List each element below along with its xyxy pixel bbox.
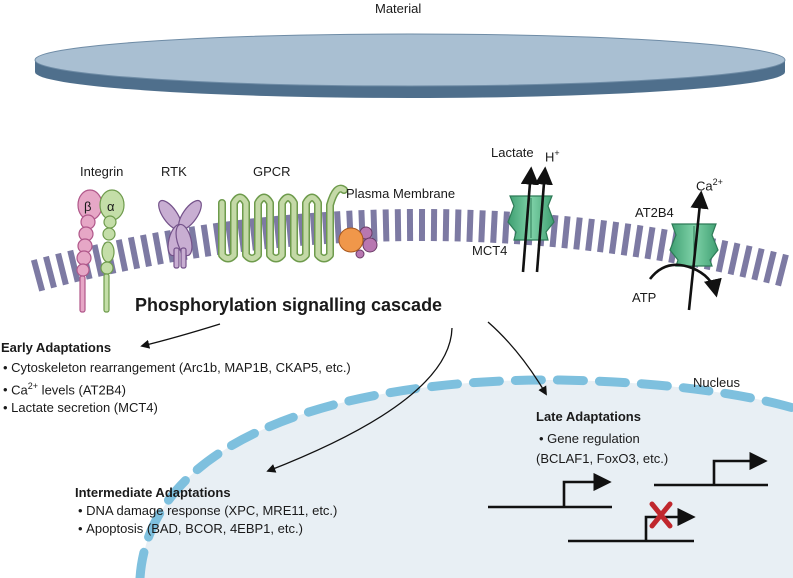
- late-item-gene-regulation: Gene regulation: [539, 430, 640, 448]
- membrane-lipid: [140, 234, 152, 267]
- membrane-lipid: [573, 217, 583, 250]
- membrane-lipid: [490, 210, 498, 243]
- mct4-transporter: [507, 166, 555, 273]
- proton-label: H+: [545, 145, 560, 165]
- calcium-label: Ca2+: [696, 174, 723, 194]
- membrane-lipid: [751, 247, 765, 281]
- late-adaptations-list: Gene regulation: [539, 430, 640, 448]
- g-protein-ligand: [338, 226, 378, 259]
- cascade-title: Phosphorylation signalling cascade: [135, 295, 443, 315]
- lactate-label: Lactate: [491, 145, 534, 161]
- intermediate-item-apoptosis: Apoptosis (BAD, BCOR, 4EBP1, etc.): [78, 520, 337, 538]
- membrane-lipid: [406, 209, 414, 242]
- proton-base: H: [545, 149, 555, 165]
- membrane-lipid: [152, 232, 164, 265]
- membrane-lipid: [561, 216, 571, 249]
- integrin-receptor: [76, 189, 125, 313]
- at2b4-pump: [648, 190, 722, 311]
- integrin-beta-subunit: [76, 189, 103, 313]
- membrane-lipid: [418, 208, 426, 242]
- cascade-arrows: [140, 321, 547, 473]
- gene-promoters: [488, 451, 768, 543]
- membrane-lipid: [656, 228, 668, 262]
- membrane-lipid: [644, 226, 656, 260]
- membrane-lipid: [585, 218, 595, 252]
- atp-label: ATP: [632, 290, 657, 305]
- lactate-text: Lactate: [491, 145, 534, 160]
- membrane-lipid: [478, 210, 486, 243]
- early-item-calcium: Ca2+ levels (AT2B4): [3, 377, 351, 399]
- early-adaptations-title: Early Adaptations: [1, 340, 112, 355]
- rtk-receptor: [158, 199, 202, 269]
- membrane-lipid: [597, 220, 607, 253]
- intermediate-adaptations-list: DNA damage response (XPC, MRE11, etc.) A…: [78, 502, 337, 538]
- intermediate-adaptations-title: Intermediate Adaptations: [75, 485, 231, 500]
- at2b4-label: AT2B4: [635, 205, 674, 220]
- nucleus-label: Nucleus: [693, 375, 740, 390]
- rtk-label: RTK: [161, 164, 187, 179]
- membrane-lipid: [727, 242, 741, 276]
- gpcr-label: GPCR: [253, 164, 291, 179]
- membrane-lipid: [763, 250, 777, 284]
- material-label: Material: [375, 1, 422, 16]
- calcium-base: Ca: [696, 178, 713, 194]
- membrane-lipid: [454, 209, 462, 242]
- membrane-lipid: [30, 259, 46, 292]
- membrane-lipid: [608, 221, 620, 255]
- membrane-lipid: [43, 255, 57, 289]
- membrane-lipid: [466, 209, 474, 242]
- membrane-lipid: [188, 226, 200, 259]
- mct4-label: MCT4: [472, 243, 508, 258]
- membrane-lipid: [115, 239, 129, 272]
- inhibition-x-icon: [649, 501, 673, 529]
- membrane-lipid: [394, 209, 402, 242]
- integrin-alpha-subunit: [99, 189, 125, 313]
- membrane-lipid: [430, 209, 438, 242]
- membrane-lipid: [67, 249, 81, 283]
- integrin-label: Integrin: [80, 164, 124, 179]
- membrane-lipid: [370, 209, 378, 242]
- membrane-lipid: [55, 252, 69, 286]
- membrane-lipid: [739, 245, 753, 278]
- early-item-lactate: Lactate secretion (MCT4): [3, 399, 351, 417]
- membrane-lipid: [632, 224, 644, 258]
- proton-charge: +: [554, 148, 560, 158]
- calcium-charge: 2+: [712, 177, 723, 187]
- early-adaptations-list: Cytoskeleton rearrangement (Arc1b, MAP1B…: [3, 359, 351, 417]
- membrane-lipid: [200, 224, 212, 257]
- integrin-alpha-label: α: [107, 199, 115, 214]
- membrane-lipid: [442, 209, 450, 242]
- late-item-genes: (BCLAF1, FoxO3, etc.): [536, 451, 669, 466]
- membrane-lipid: [775, 253, 789, 287]
- gpcr-receptor: [218, 184, 348, 263]
- membrane-lipid: [620, 223, 632, 256]
- integrin-beta-label: β: [84, 199, 92, 214]
- membrane-lipid: [127, 236, 141, 270]
- membrane-lipid: [715, 239, 729, 273]
- early-item-cytoskeleton: Cytoskeleton rearrangement (Arc1b, MAP1B…: [3, 359, 351, 377]
- intermediate-item-dna-damage: DNA damage response (XPC, MRE11, etc.): [78, 502, 337, 520]
- plasma-membrane-label: Plasma Membrane: [346, 186, 456, 201]
- membrane-lipid: [502, 211, 510, 244]
- late-adaptations-title: Late Adaptations: [536, 409, 641, 424]
- membrane-lipid: [382, 209, 390, 242]
- material-disc: [34, 33, 786, 98]
